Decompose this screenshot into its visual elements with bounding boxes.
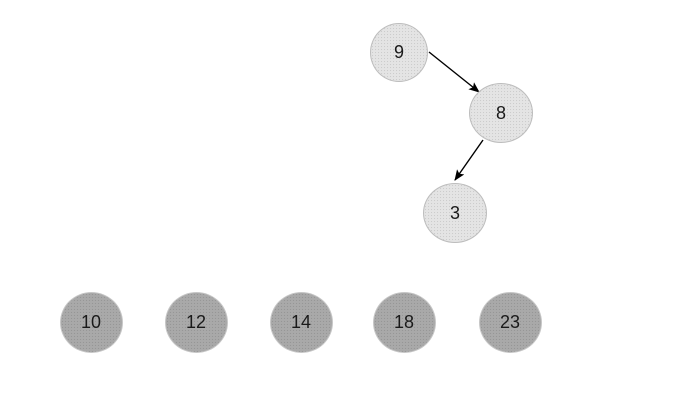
node-label: 9 [393,42,404,62]
tree-node-3: 3 [423,183,487,243]
node-label: 23 [499,312,521,332]
node-label: 3 [449,203,460,223]
list-node-23: 23 [478,291,542,353]
list-node-14: 14 [269,291,333,353]
node-label: 10 [80,312,102,332]
list-node-10: 10 [59,291,123,353]
edge-n8-n3 [454,139,484,181]
node-label: 18 [393,312,415,332]
list-node-12: 12 [164,291,228,353]
edge-n9-n8 [428,51,480,93]
tree-node-9: 9 [370,22,428,82]
list-node-18: 18 [372,291,436,353]
node-label: 14 [290,312,312,332]
edges-group [428,51,484,181]
tree-node-8: 8 [469,83,533,143]
node-label: 12 [185,312,207,332]
node-label: 8 [495,103,506,123]
